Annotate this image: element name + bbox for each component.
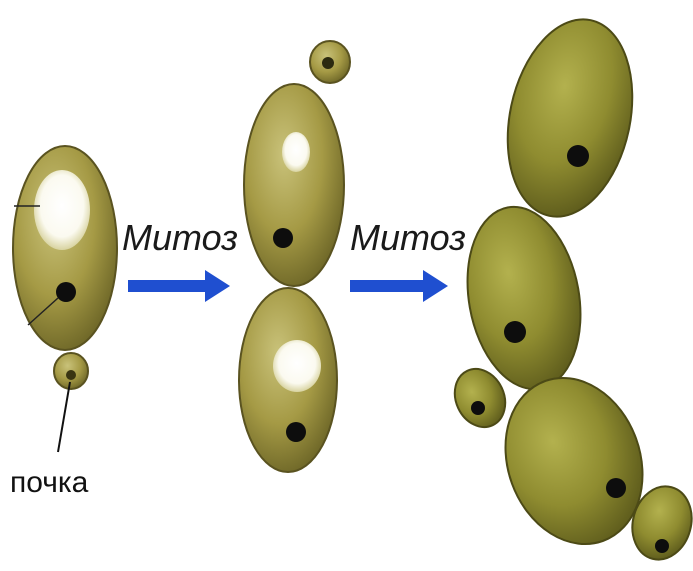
arrow-1 bbox=[128, 270, 230, 302]
chain-cell-top bbox=[491, 8, 650, 229]
cell-group-3 bbox=[446, 8, 693, 567]
mitosis-step-1: Митоз bbox=[122, 217, 238, 302]
upper-cell bbox=[244, 84, 344, 286]
lower-nucleus bbox=[286, 422, 306, 442]
upper-nucleus bbox=[273, 228, 293, 248]
chain-nucleus-top bbox=[567, 145, 589, 167]
bud-pointer-line bbox=[58, 382, 70, 452]
chain-nucleus-bottom bbox=[606, 478, 626, 498]
mitosis-label-1: Митоз bbox=[122, 217, 238, 258]
nucleus bbox=[56, 282, 76, 302]
cell-group-1: почка bbox=[10, 146, 117, 499]
arrow-2 bbox=[350, 270, 448, 302]
cell-group-2 bbox=[239, 41, 350, 472]
chain-nucleus-middle bbox=[504, 321, 526, 343]
bud-label: почка bbox=[10, 466, 89, 499]
bud-nucleus bbox=[66, 370, 76, 380]
mitosis-step-2: Митоз bbox=[350, 217, 466, 302]
upper-vacuole bbox=[282, 132, 310, 172]
lower-vacuole bbox=[273, 340, 321, 392]
vacuole bbox=[34, 170, 90, 250]
small-bud-nucleus bbox=[322, 57, 334, 69]
chain-bud-right-nucleus bbox=[655, 539, 669, 553]
chain-bud-left-nucleus bbox=[471, 401, 485, 415]
mitosis-label-2: Митоз bbox=[350, 217, 466, 258]
